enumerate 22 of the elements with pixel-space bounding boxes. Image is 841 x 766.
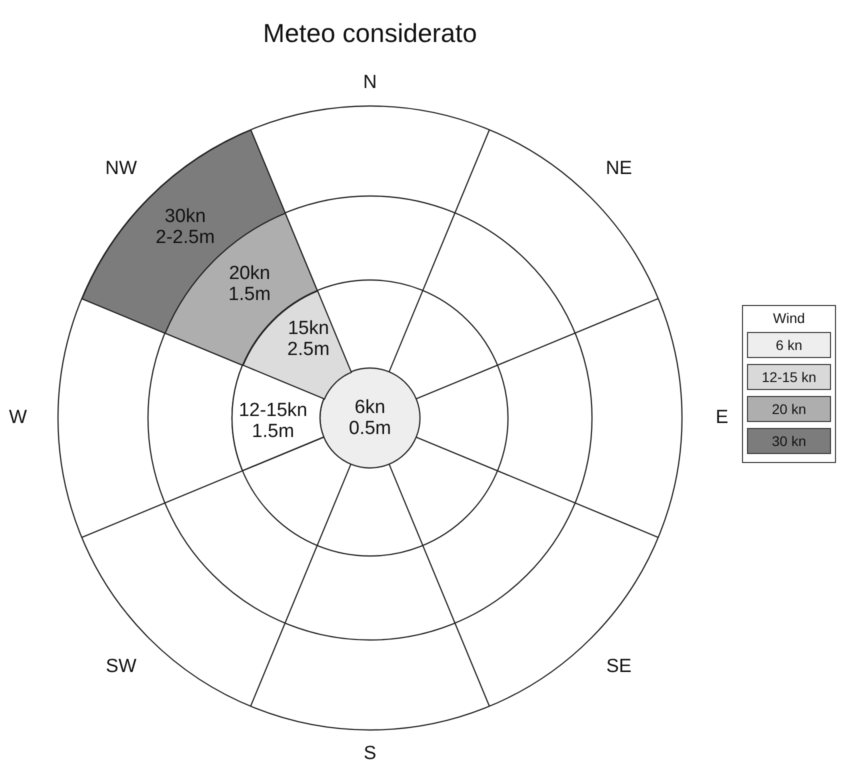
legend-swatch: 12-15 kn [747, 364, 831, 390]
wind-value: 6kn 0.5m [348, 397, 392, 439]
compass-label: E [716, 407, 728, 429]
compass-label: NW [105, 158, 137, 180]
compass-label: N [363, 72, 377, 94]
legend-swatch: 30 kn [747, 428, 831, 454]
wind-value: 15kn 2.5m [287, 318, 330, 360]
wind-sector [82, 130, 286, 334]
wind-value: 20kn 1.5m [228, 263, 271, 306]
wind-value: 30kn 2-2.5m [156, 206, 215, 248]
wind-value: 12-15kn 1.5m [238, 400, 308, 442]
compass-label: NE [606, 158, 632, 180]
compass-label: W [9, 407, 27, 429]
compass-label: SW [106, 656, 136, 678]
legend-swatch: 20 kn [747, 396, 831, 422]
chart-title: Meteo considerato [262, 18, 478, 49]
wind-sector [232, 365, 324, 471]
legend-swatch: 6 kn [747, 332, 831, 358]
legend-title: Wind [772, 310, 806, 326]
centre-circle [320, 368, 420, 468]
compass-label: S [364, 743, 376, 765]
compass-label: SE [606, 656, 632, 678]
